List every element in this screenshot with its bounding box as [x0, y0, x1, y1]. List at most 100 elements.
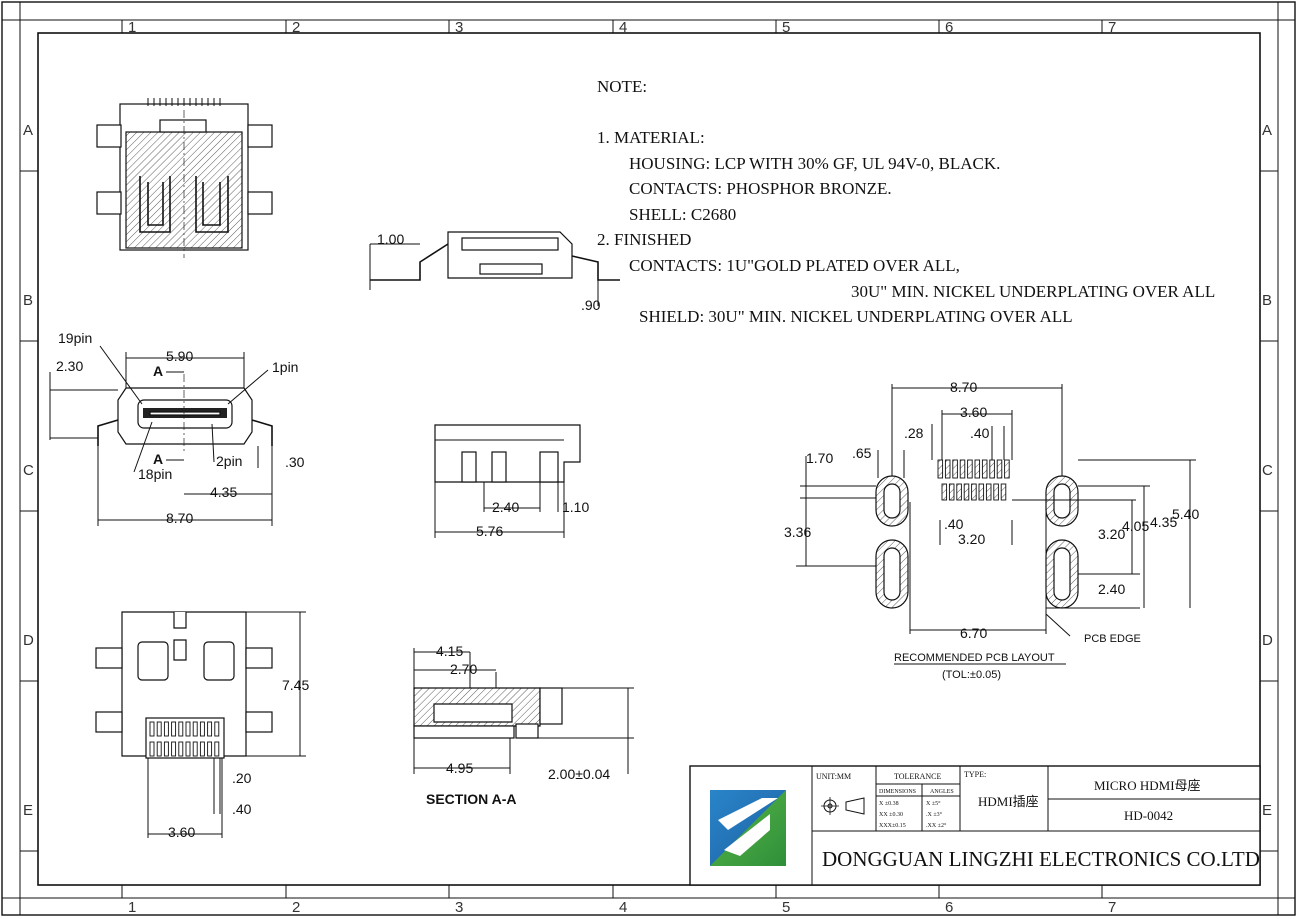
pcb-pad-bottom — [985, 483, 992, 501]
front-pin-19: 19pin — [58, 330, 92, 346]
grid-row-left-B: B — [23, 292, 33, 309]
pcb-layout: 8.70 3.60 .28 .40 1.70 .65 3.36 .40 3.20… — [784, 379, 1199, 681]
grid-col-bottom-3: 3 — [455, 899, 463, 916]
grid-col-bottom-1: 1 — [128, 899, 136, 916]
pcb-dim-base-w: 6.70 — [960, 625, 987, 641]
tol-row-3-ang: .XX ±2° — [926, 822, 947, 829]
grid-row-left-D: D — [23, 632, 34, 649]
pcb-dim-right-d: 5.40 — [1172, 506, 1199, 522]
projection-symbol-icon — [821, 797, 865, 815]
pin-top — [192, 721, 198, 737]
side-view: 1.00 .90 — [369, 231, 620, 313]
grid-row-left-C: C — [23, 462, 34, 479]
pin-top — [156, 721, 162, 737]
pin-top — [149, 721, 155, 737]
pcb-pad-top — [937, 459, 944, 479]
grid-row-left-E: E — [23, 802, 33, 819]
part-number: HD-0042 — [1124, 808, 1173, 823]
pcb-pad-bottom — [993, 483, 999, 501]
middle-view: 2.40 1.10 5.76 — [434, 424, 589, 539]
type-label: TYPE: — [964, 770, 986, 779]
unit-label: UNIT:MM — [816, 772, 851, 781]
top-view — [96, 98, 273, 258]
note-line-1: 1. MATERIAL: — [597, 128, 705, 147]
grid-col-bottom-7: 7 — [1108, 899, 1116, 916]
pcb-pad-top — [944, 459, 951, 479]
pcb-dim-pitch-top: .40 — [970, 425, 990, 441]
pcb-dim-slot-w: .65 — [852, 445, 872, 461]
tol-row-1-ang: X ±5° — [926, 800, 941, 807]
grid-col-top-5: 5 — [782, 19, 790, 36]
note-line-8: SHIELD: 30U" MIN. NICKEL UNDERPLATING OV… — [639, 307, 1073, 326]
front-pin-2: 2pin — [216, 453, 242, 469]
note-line-4: SHELL: C2680 — [629, 205, 736, 224]
pcb-dim-right-c: 4.35 — [1150, 514, 1177, 530]
pin-bottom — [163, 741, 169, 757]
section-dim-h: 2.00±0.04 — [548, 766, 610, 782]
note-line-7: 30U" MIN. NICKEL UNDERPLATING OVER ALL — [851, 282, 1215, 301]
note-line-6: CONTACTS: 1U"GOLD PLATED OVER ALL, — [629, 256, 960, 275]
grid-row-right-D: D — [1262, 632, 1273, 649]
pin-top — [199, 721, 205, 737]
section-view: 4.15 2.70 4.95 2.00±0.04 SECTION A-A — [413, 643, 634, 807]
section-title: SECTION A-A — [426, 791, 516, 807]
pcb-pad-bottom — [1000, 483, 1007, 501]
grid-col-top-6: 6 — [945, 19, 953, 36]
notes-heading: NOTE: — [597, 77, 647, 96]
pcb-dim-w-pads: 3.60 — [960, 404, 987, 420]
pcb-dim-right-e: 2.40 — [1098, 581, 1125, 597]
notes-block: NOTE: 1. MATERIAL: HOUSING: LCP WITH 30%… — [597, 77, 1215, 326]
front-pin-1: 1pin — [272, 359, 298, 375]
pin-bottom — [156, 741, 162, 757]
side-view-dim-bottom: .90 — [581, 297, 601, 313]
pcb-dim-pitch-bottom: .40 — [944, 516, 964, 532]
type-value: HDMI插座 — [978, 794, 1039, 809]
section-mark-top: A — [153, 363, 163, 379]
pcb-pad-bottom — [948, 483, 955, 501]
bottom-dim-height: 7.45 — [282, 677, 309, 693]
grid-row-right-C: C — [1262, 462, 1273, 479]
pcb-layout-tolerance: (TOL:±0.05) — [942, 669, 1001, 681]
section-dim-a: 4.15 — [436, 643, 463, 659]
pin-top — [178, 721, 184, 737]
pcb-pad-top — [967, 459, 973, 479]
front-dim-total: 8.70 — [166, 510, 193, 526]
pin-bottom — [171, 741, 177, 757]
middle-dim-b: 1.10 — [562, 499, 589, 515]
grid-row-right-A: A — [1262, 122, 1272, 139]
pin-bottom — [185, 741, 191, 757]
middle-dim-total: 5.76 — [476, 523, 503, 539]
bottom-dim-span: 3.60 — [168, 824, 195, 840]
pin-bottom — [192, 741, 198, 757]
bottom-pins-bottom — [149, 741, 220, 757]
pcb-dim-row-w: 3.20 — [958, 531, 985, 547]
grid-col-top-3: 3 — [455, 19, 463, 36]
grid-col-bottom-4: 4 — [619, 899, 627, 916]
bottom-pins-top — [149, 721, 220, 737]
grid-col-bottom-6: 6 — [945, 899, 953, 916]
grid-col-top-4: 4 — [619, 19, 627, 36]
tol-row-3-dim: XXX±0.15 — [879, 823, 906, 829]
note-line-2: HOUSING: LCP WITH 30% GF, UL 94V-0, BLAC… — [629, 154, 1000, 173]
product-name: MICRO HDMI母座 — [1094, 778, 1201, 793]
front-view: 2.30 5.90 .30 4.35 8.70 19pin 1pin 18pin… — [49, 330, 305, 526]
pcb-pad-top — [996, 459, 1003, 479]
pcb-dim-w-total: 8.70 — [950, 379, 977, 395]
dimensions-label: DIMENSIONS — [879, 789, 916, 795]
pcb-pad-top — [981, 459, 988, 479]
front-dim-right: .30 — [285, 454, 305, 470]
front-pin-18: 18pin — [138, 466, 172, 482]
front-dim-width: 5.90 — [166, 348, 193, 364]
side-view-dim-top: 1.00 — [377, 231, 404, 247]
pin-top — [207, 721, 213, 737]
pcb-dim-right-b: 4.05 — [1122, 518, 1149, 534]
pcb-pad-top — [959, 459, 966, 479]
pcb-pad-bottom — [941, 483, 948, 501]
tol-row-2-ang: .X ±3° — [926, 811, 943, 818]
bottom-dim-pin: .40 — [232, 801, 252, 817]
pcb-pad-bottom — [956, 483, 962, 501]
tolerance-title: TOLERANCE — [894, 772, 942, 781]
title-block: UNIT:MM TOLERANCE DIMENSIONS ANGLES X ±0… — [689, 765, 1261, 886]
